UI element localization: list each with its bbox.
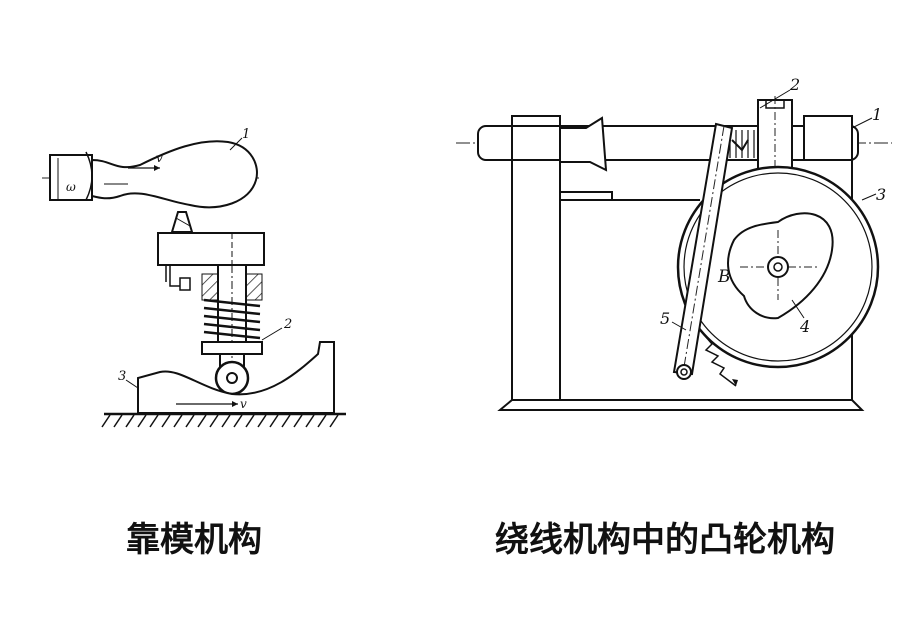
label-part-1: 1	[872, 105, 882, 124]
chuck	[49, 154, 93, 201]
label-part-2: 2	[789, 75, 800, 94]
label-part-3: 3	[118, 369, 126, 384]
label-part-2: 2	[283, 317, 292, 332]
template	[137, 341, 335, 414]
winding-cam-mechanism-figure: 1 2 3 4 5 B	[456, 75, 892, 411]
left-figure-caption: 靠模机构	[126, 520, 262, 560]
label-velocity-bottom: v	[240, 397, 247, 411]
return-spring	[699, 329, 737, 387]
label-point-b: B	[717, 267, 731, 287]
right-figure-caption: 绕线机构中的凸轮机构	[495, 520, 835, 560]
label-part-1: 1	[242, 127, 250, 142]
label-part-5: 5	[660, 309, 670, 328]
lever	[672, 122, 734, 376]
label-omega: ω	[66, 180, 76, 194]
label-part-4: 4	[799, 317, 810, 336]
label-part-3: 3	[876, 185, 886, 204]
copying-mechanism-figure: 1 2 3 ω v v	[42, 127, 346, 428]
tool-holder	[157, 232, 265, 266]
label-velocity-top: v	[156, 151, 163, 165]
workpiece	[91, 140, 258, 209]
spring	[203, 298, 261, 340]
